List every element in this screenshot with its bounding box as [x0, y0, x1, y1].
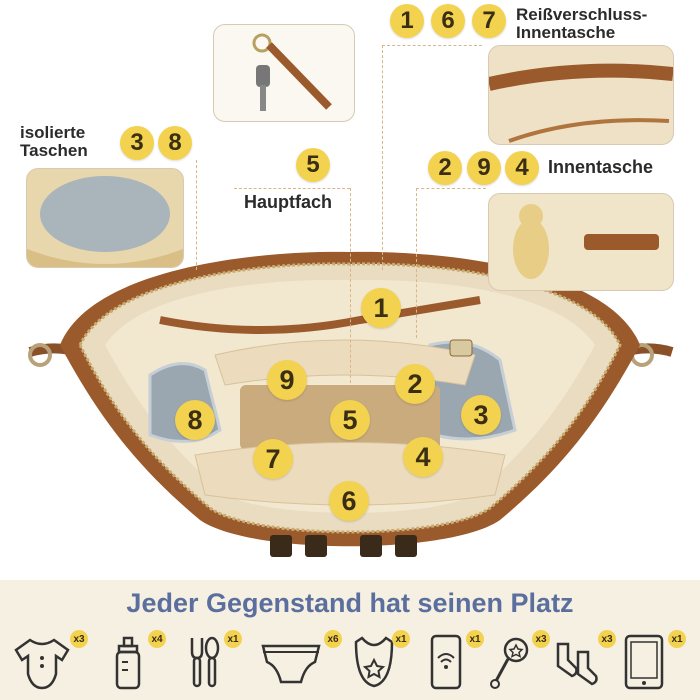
leader-line — [350, 188, 351, 383]
callout-number: 3 — [120, 126, 154, 160]
compartment-number: 2 — [395, 364, 435, 404]
footer-banner: Jeder Gegenstand hat seinen Platz x3 x4 — [0, 580, 700, 700]
product-image: 1 6 7 Reißverschluss- Innentasche isolie… — [20, 4, 674, 557]
compartment-number: 9 — [267, 360, 307, 400]
item-quantity: x3 — [70, 630, 88, 648]
compartment-number: 3 — [461, 395, 501, 435]
inner-pocket-label: Innentasche — [548, 157, 654, 177]
zipper-pocket-photo — [488, 45, 674, 145]
item-quantity: x1 — [224, 630, 242, 648]
onesie-icon — [14, 638, 70, 690]
item-bib: x1 — [352, 630, 418, 692]
leader-line — [416, 188, 486, 189]
callout-number: 6 — [431, 4, 465, 38]
leader-line — [196, 160, 197, 270]
item-quantity: x3 — [598, 630, 616, 648]
callout-number: 2 — [428, 151, 462, 185]
item-rattle: x3 — [490, 630, 556, 692]
footer-title: Jeder Gegenstand hat seinen Platz — [126, 588, 574, 618]
item-diaper: x6 — [260, 630, 342, 692]
item-quantity: x4 — [148, 630, 166, 648]
rattle-icon — [490, 637, 529, 689]
callout-number: 8 — [158, 126, 192, 160]
main-compartment-label: Hauptfach — [244, 192, 333, 212]
compartment-number: 1 — [361, 288, 401, 328]
item-quantity: x1 — [668, 630, 686, 648]
socks-icon — [556, 642, 598, 686]
item-quantity: x3 — [532, 630, 550, 648]
item-tablet: x1 — [622, 630, 688, 692]
callout-number: 4 — [505, 151, 539, 185]
inner-pocket-photo — [488, 193, 674, 291]
callout-number: 5 — [296, 148, 330, 182]
compartment-number: 5 — [330, 400, 370, 440]
leader-line — [234, 188, 350, 189]
callout-number: 7 — [472, 4, 506, 38]
key-fob-photo — [213, 24, 355, 122]
phone-icon — [430, 634, 462, 690]
bag-illustration — [28, 251, 674, 557]
compartment-number: 8 — [175, 400, 215, 440]
item-list: x3 x4 x1 — [12, 630, 692, 692]
item-quantity: x1 — [392, 630, 410, 648]
item-phone: x1 — [426, 630, 492, 692]
item-quantity: x6 — [324, 630, 342, 648]
compartment-number: 4 — [403, 437, 443, 477]
spoon-fork-icon — [190, 636, 220, 688]
diaper-icon — [261, 644, 321, 684]
item-onesie: x3 — [12, 630, 88, 692]
callout-number: 9 — [467, 151, 501, 185]
tablet-icon — [624, 634, 664, 690]
compartment-number: 6 — [329, 481, 369, 521]
compartment-number: 7 — [253, 439, 293, 479]
insulated-pocket-photo — [26, 168, 184, 268]
bib-icon — [354, 636, 394, 688]
item-socks: x3 — [552, 630, 618, 692]
insulated-label: isolierte Taschen — [20, 123, 88, 160]
leader-line — [382, 45, 482, 46]
item-bottle: x4 — [108, 630, 174, 692]
leader-line — [382, 45, 383, 270]
callout-number: 1 — [390, 4, 424, 38]
baby-bottle-icon — [115, 636, 141, 690]
item-utensils: x1 — [184, 630, 250, 692]
item-quantity: x1 — [466, 630, 484, 648]
zipper-pocket-label: Reißverschluss- Innentasche — [516, 5, 648, 42]
leader-line — [416, 188, 417, 338]
